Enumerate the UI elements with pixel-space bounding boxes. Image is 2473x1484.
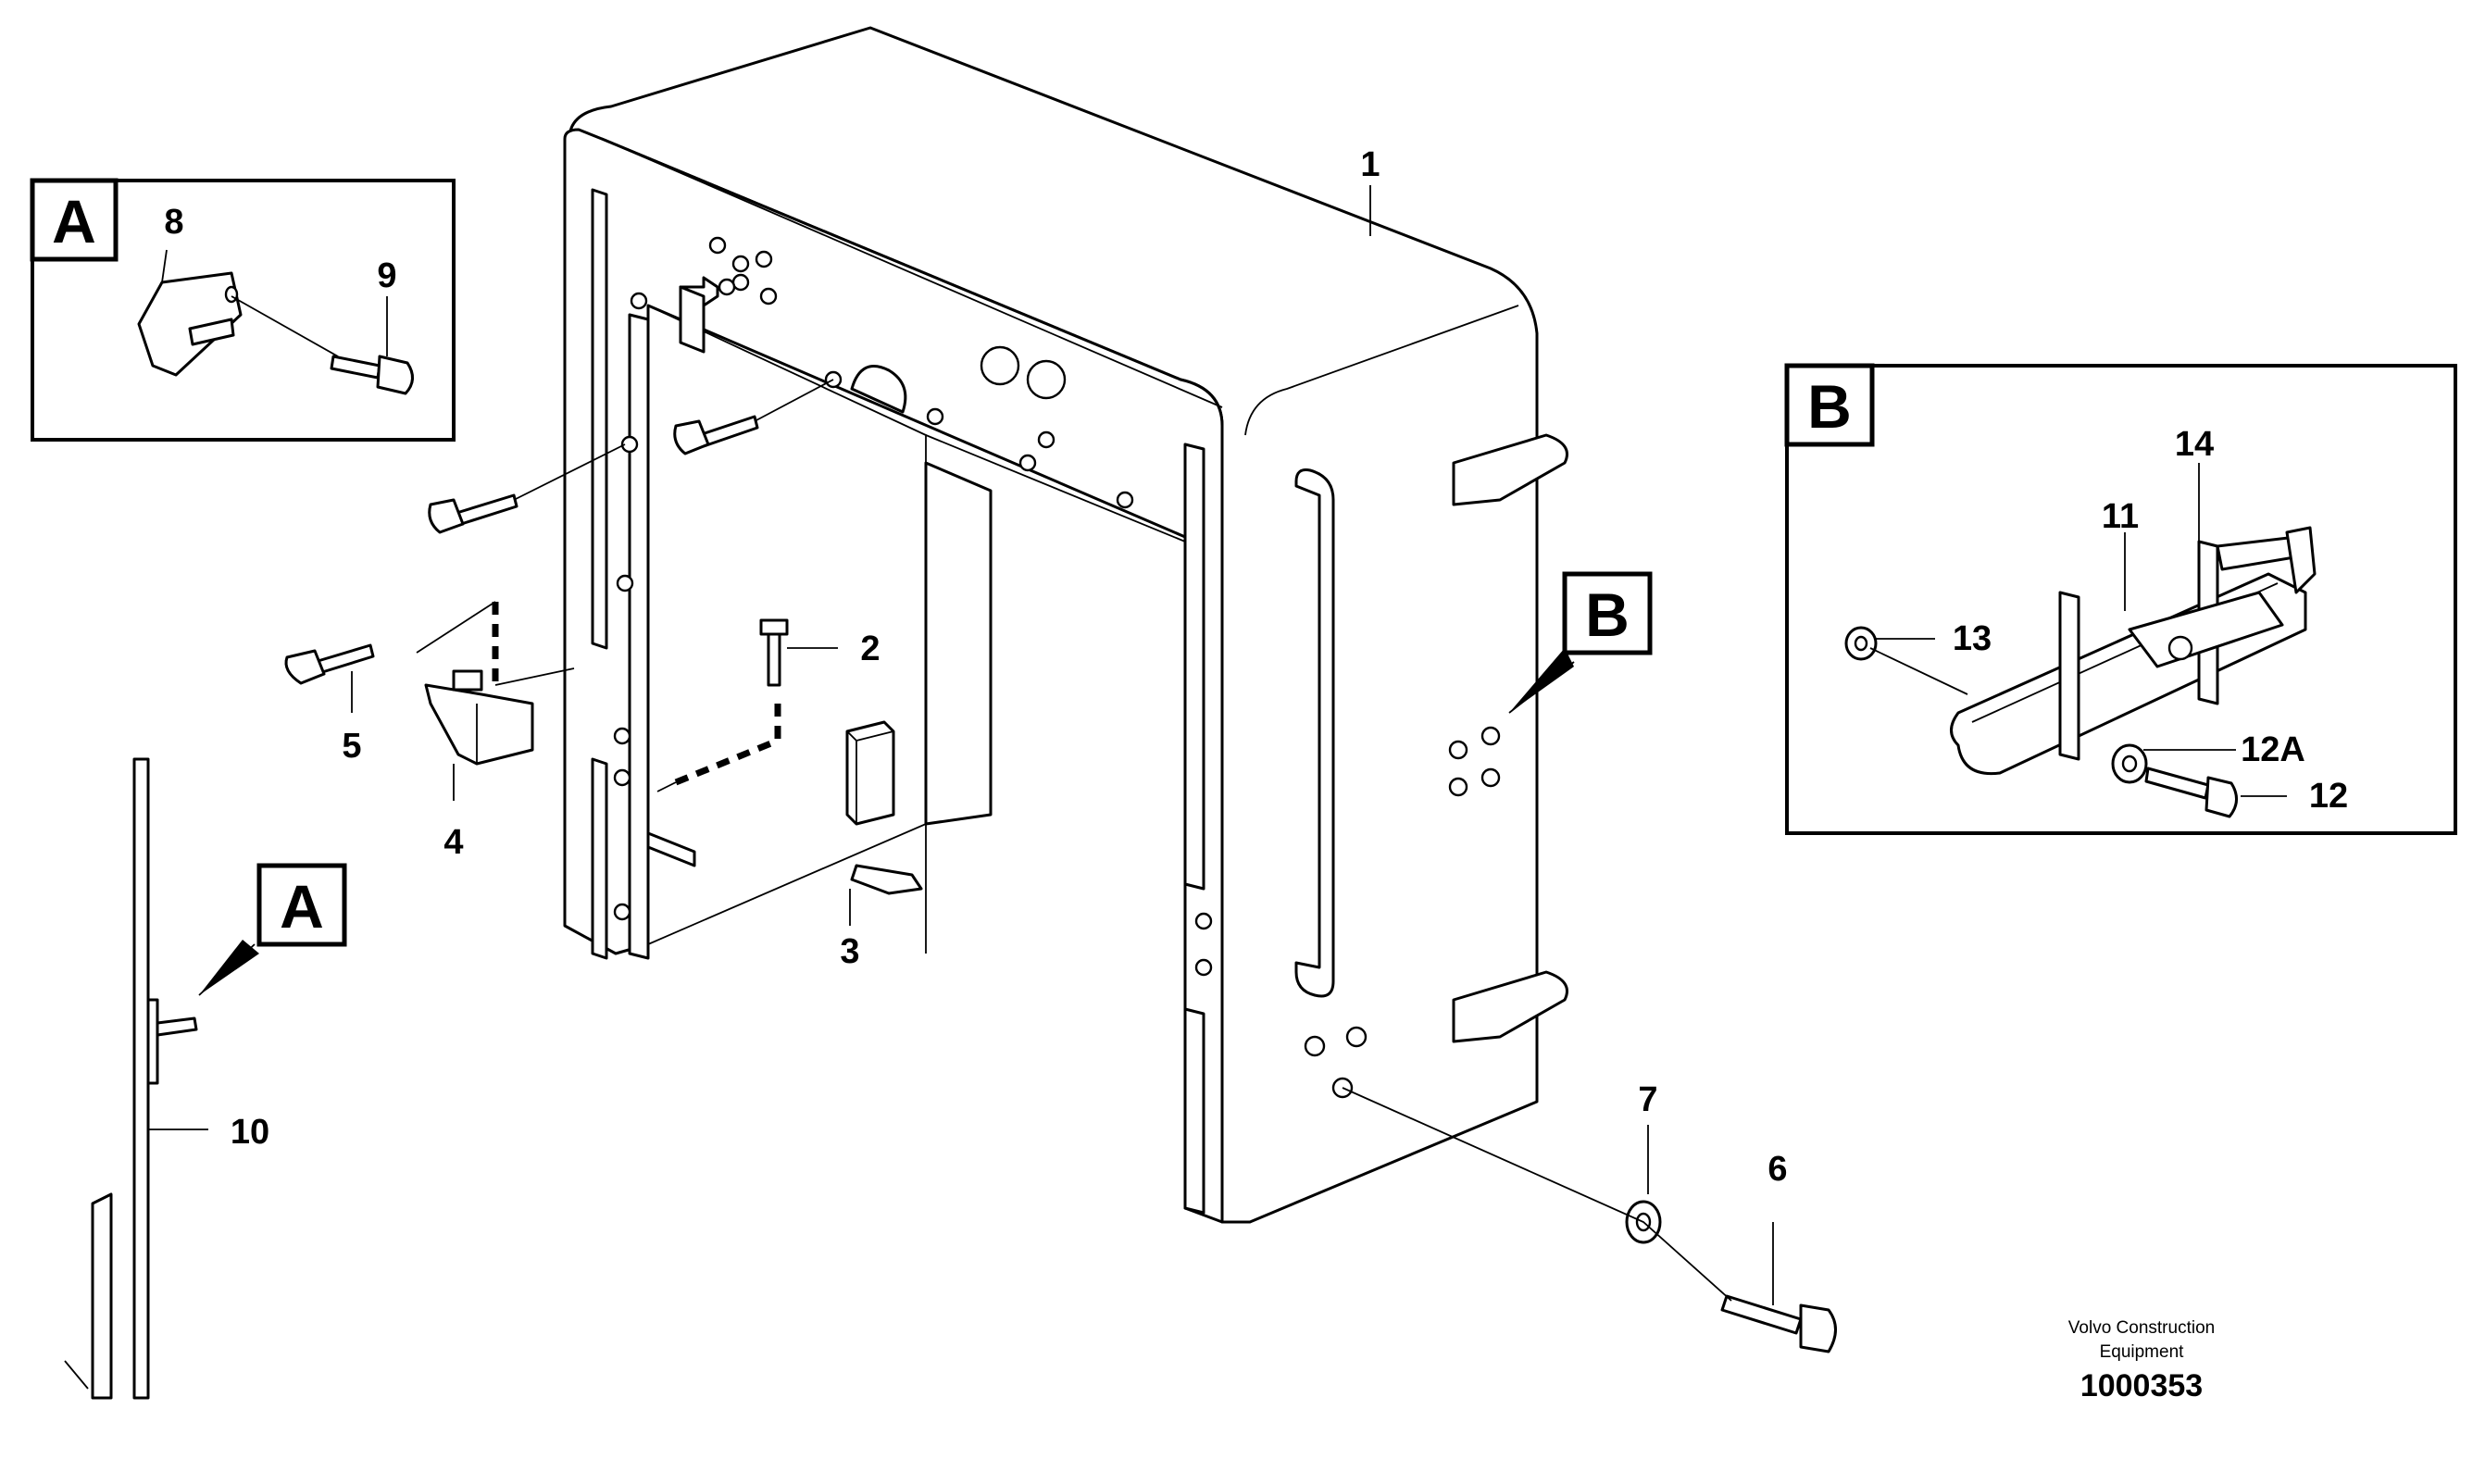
callout-part-2: 2: [860, 630, 880, 668]
callout-part-13: 13: [1953, 619, 1992, 658]
credit-company-line-2: Equipment: [2100, 1342, 2185, 1362]
detail-box-b: [1784, 363, 2457, 835]
callout-part-3: 3: [840, 932, 859, 971]
detail-box-a: [30, 178, 456, 442]
callout-part-4: 4: [443, 823, 463, 862]
bolt-part-2: [759, 618, 838, 687]
pointer-box-b: B: [1562, 571, 1653, 655]
bolt-upper-1: [673, 379, 834, 455]
pointer-box-a: A: [256, 863, 347, 947]
washer-part-7: [1625, 1125, 1662, 1244]
callout-part-11: 11: [2102, 497, 2139, 536]
bolt-upper-2: [428, 443, 626, 534]
callout-part-10: 10: [231, 1113, 269, 1152]
sensor-part-3: [845, 720, 923, 926]
callout-part-9: 9: [377, 256, 396, 295]
document-number: 1000353: [2080, 1368, 2203, 1403]
callout-part-8: 8: [164, 203, 183, 242]
credit-company-line-1: Volvo Construction: [2068, 1318, 2215, 1338]
callout-part-5: 5: [342, 727, 361, 766]
fastener-line-6-7: [1342, 1087, 1732, 1302]
callout-part-1: 1: [1360, 145, 1380, 184]
wire-harness: [416, 601, 781, 792]
callout-part-7: 7: [1638, 1080, 1657, 1119]
housing-panel: [563, 26, 1568, 1224]
pointer-box-a-label: A: [280, 872, 324, 941]
callout-part-12a: 12A: [2241, 730, 2305, 769]
callout-part-12: 12: [2309, 777, 2348, 816]
frame-part-10: [64, 757, 259, 1400]
bolt-part-5: [284, 643, 375, 713]
bracket-part-4: [424, 669, 534, 801]
pointer-b-arrow: [1509, 648, 1574, 713]
bolt-part-6: [1720, 1222, 1837, 1353]
callout-part-14: 14: [2175, 425, 2214, 464]
pointer-box-b-label: B: [1585, 580, 1630, 649]
detail-box-a-label: A: [52, 187, 96, 256]
detail-box-b-label: B: [1807, 372, 1852, 441]
callout-part-6: 6: [1767, 1150, 1787, 1189]
